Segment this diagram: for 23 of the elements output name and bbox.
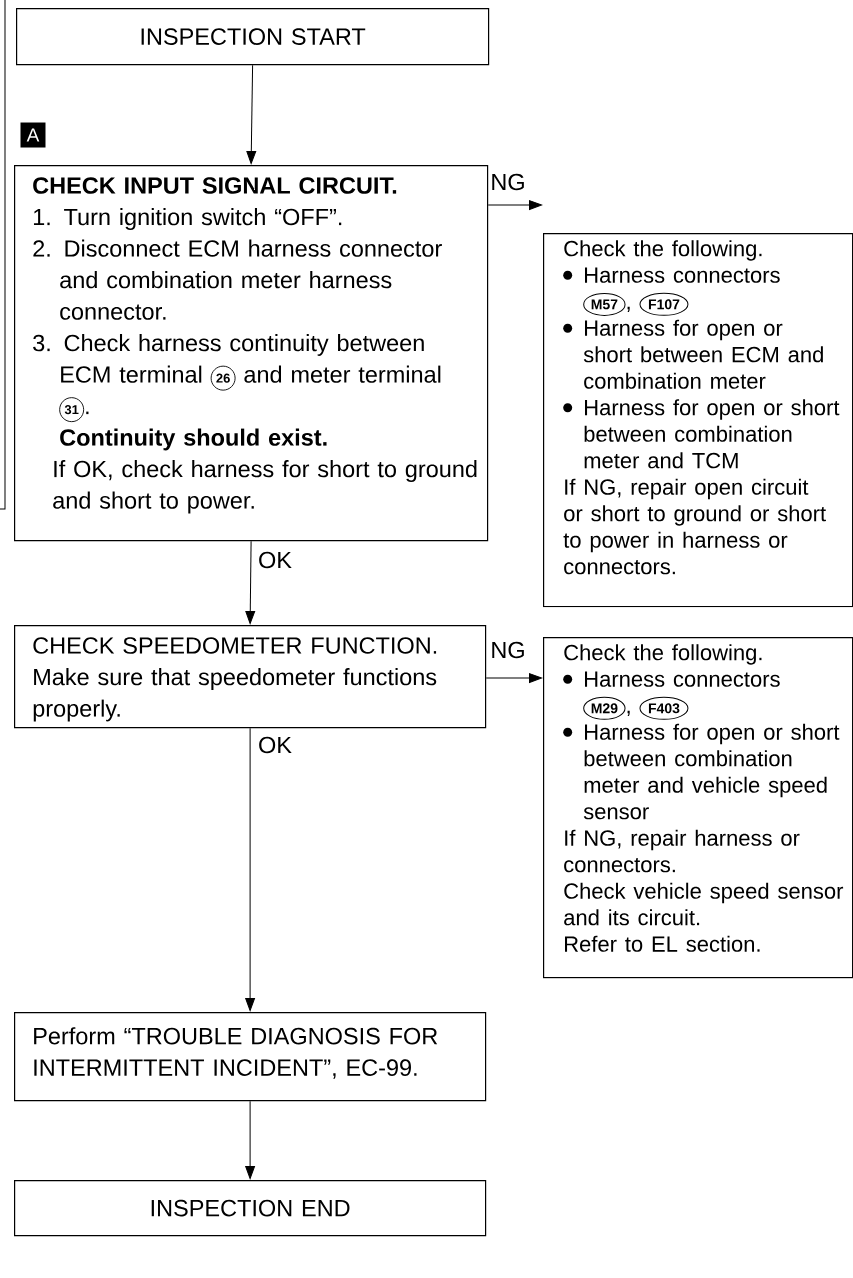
terminal-number: 31 xyxy=(59,397,85,423)
note-box: Check the following. Harness connectors M57 , F107 Harness for open or short between ECM and combination meter Harness for open or short between combination meter and TCM If NG, repair open circuit or short to ground or short to power in harness or connectors. xyxy=(543,233,853,608)
edge-label: OK xyxy=(257,735,293,755)
process-box: CHECK INPUT SIGNAL CIRCUIT. 1. Turn ignition switch “OFF”. 2. Disconnect ECM harness connector and combination meter harness connector. 3. Check harness continuity between ECM terminal 26 and meter terminal 31 . Continuity should exist. If OK, check harness for short to ground and short to power. xyxy=(14,165,489,542)
terminal-box: INSPECTION START xyxy=(16,8,490,66)
edge-label: NG xyxy=(489,640,527,660)
arrow xyxy=(245,727,255,1012)
terminal-box: INSPECTION END xyxy=(14,1180,487,1237)
connector-badge: F403 xyxy=(639,696,689,720)
edge-label: NG xyxy=(489,172,527,192)
arrow xyxy=(485,673,542,683)
arrow xyxy=(245,540,256,624)
process-box: CHECK SPEEDOMETER FUNCTION. Make sure that speedometer functions properly. xyxy=(14,625,487,729)
process-box: Perform “TROUBLE DIAGNOSIS FOR INTERMITTENT INCIDENT”, EC-99. xyxy=(14,1012,487,1102)
connector-badge: M57 xyxy=(583,292,626,316)
arrow xyxy=(245,1100,255,1179)
connector-badge: M29 xyxy=(583,696,626,720)
connector-badge: F107 xyxy=(639,292,689,316)
arrow xyxy=(246,64,257,165)
edge-label: OK xyxy=(257,550,293,570)
note-box: Check the following. Harness connectors M29 , F403 Harness for open or short between combination meter and vehicle speed sensor If NG, repair harness or connectors. Check vehicle speed sensor and its circuit. Refer to EL section. xyxy=(543,637,853,979)
terminal-number: 26 xyxy=(210,365,236,391)
arrow xyxy=(487,200,542,210)
